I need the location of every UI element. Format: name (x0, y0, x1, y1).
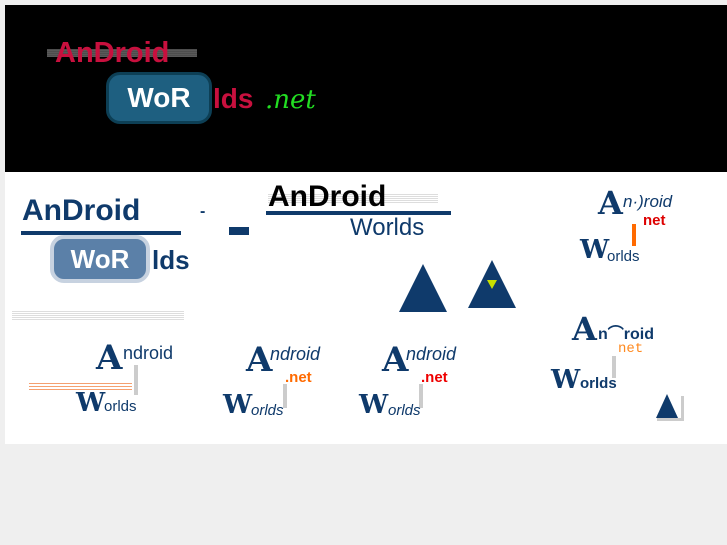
logo2-android-text: AnDroid (268, 180, 387, 213)
logo3-roid-text: n·)roid (623, 192, 673, 211)
logo4-a-letter: A (96, 338, 123, 378)
logo4-w-letter: W (76, 388, 106, 418)
logo1-lds-text: lds (152, 245, 190, 275)
decor-stripes (12, 311, 184, 321)
logo5-connector (283, 384, 287, 408)
aw-icon-green (468, 260, 516, 308)
logo4-connector (134, 365, 138, 395)
logo2-underline (266, 211, 451, 215)
logo6-connector (419, 384, 423, 408)
aw-small-icon (656, 394, 678, 418)
logo6-orlds-text: orlds (388, 402, 421, 419)
logo4-ndroid-text: ndroid (123, 343, 174, 363)
banner-stripes (47, 49, 197, 57)
logo5-ndroid-text: ndroid (270, 344, 321, 364)
logo3-a-letter: A (598, 184, 623, 222)
logo1-android-text: AnDroid (22, 194, 141, 227)
banner-lds-text: lds (213, 83, 254, 114)
logo5-w-letter: W (223, 390, 253, 420)
logo7-orlds-text: orlds (580, 375, 617, 392)
logo5-a-letter: A (246, 340, 273, 380)
logo6-a-letter: A (382, 340, 409, 380)
logo1-wor-pill: WoR (50, 235, 150, 283)
logo-sheet (5, 172, 727, 444)
logo5-orlds-text: orlds (251, 402, 284, 419)
logo1-dash: - (200, 203, 206, 220)
logo5-net-text: .net (285, 369, 312, 386)
logo7-roid-text: n⌒roid (598, 326, 654, 343)
logo6-net-text: .net (421, 369, 448, 386)
logo3-w-letter: W (580, 235, 610, 265)
logo6-w-letter: W (359, 390, 389, 420)
logo7-w-letter: W (551, 365, 581, 395)
banner-android-text: AnDroid (55, 37, 170, 69)
logo7-net-text: net (618, 341, 644, 357)
aw-small-frame (657, 396, 684, 421)
logo3-orlds-text: orlds (607, 248, 640, 265)
logo6-ndroid-text: ndroid (406, 344, 457, 364)
aw-icon (399, 264, 447, 312)
logo2-worlds-text: Worlds (350, 214, 425, 241)
logo3-net-text: net (643, 212, 666, 229)
logo4-orlds-text: orlds (104, 398, 137, 415)
banner-wor-pill: WoR (106, 72, 212, 124)
logo1-underline (21, 231, 181, 235)
logo1-underline-end (229, 227, 249, 235)
banner-net-text: .net (265, 85, 316, 115)
logo2-stripes (268, 194, 438, 204)
logo7-connector (612, 356, 616, 378)
header-banner: AnDroid WoR lds .net (5, 5, 727, 172)
logo3-connector (632, 224, 636, 246)
logo4-stripes (29, 383, 132, 392)
logo7-a-letter: A (572, 310, 597, 348)
